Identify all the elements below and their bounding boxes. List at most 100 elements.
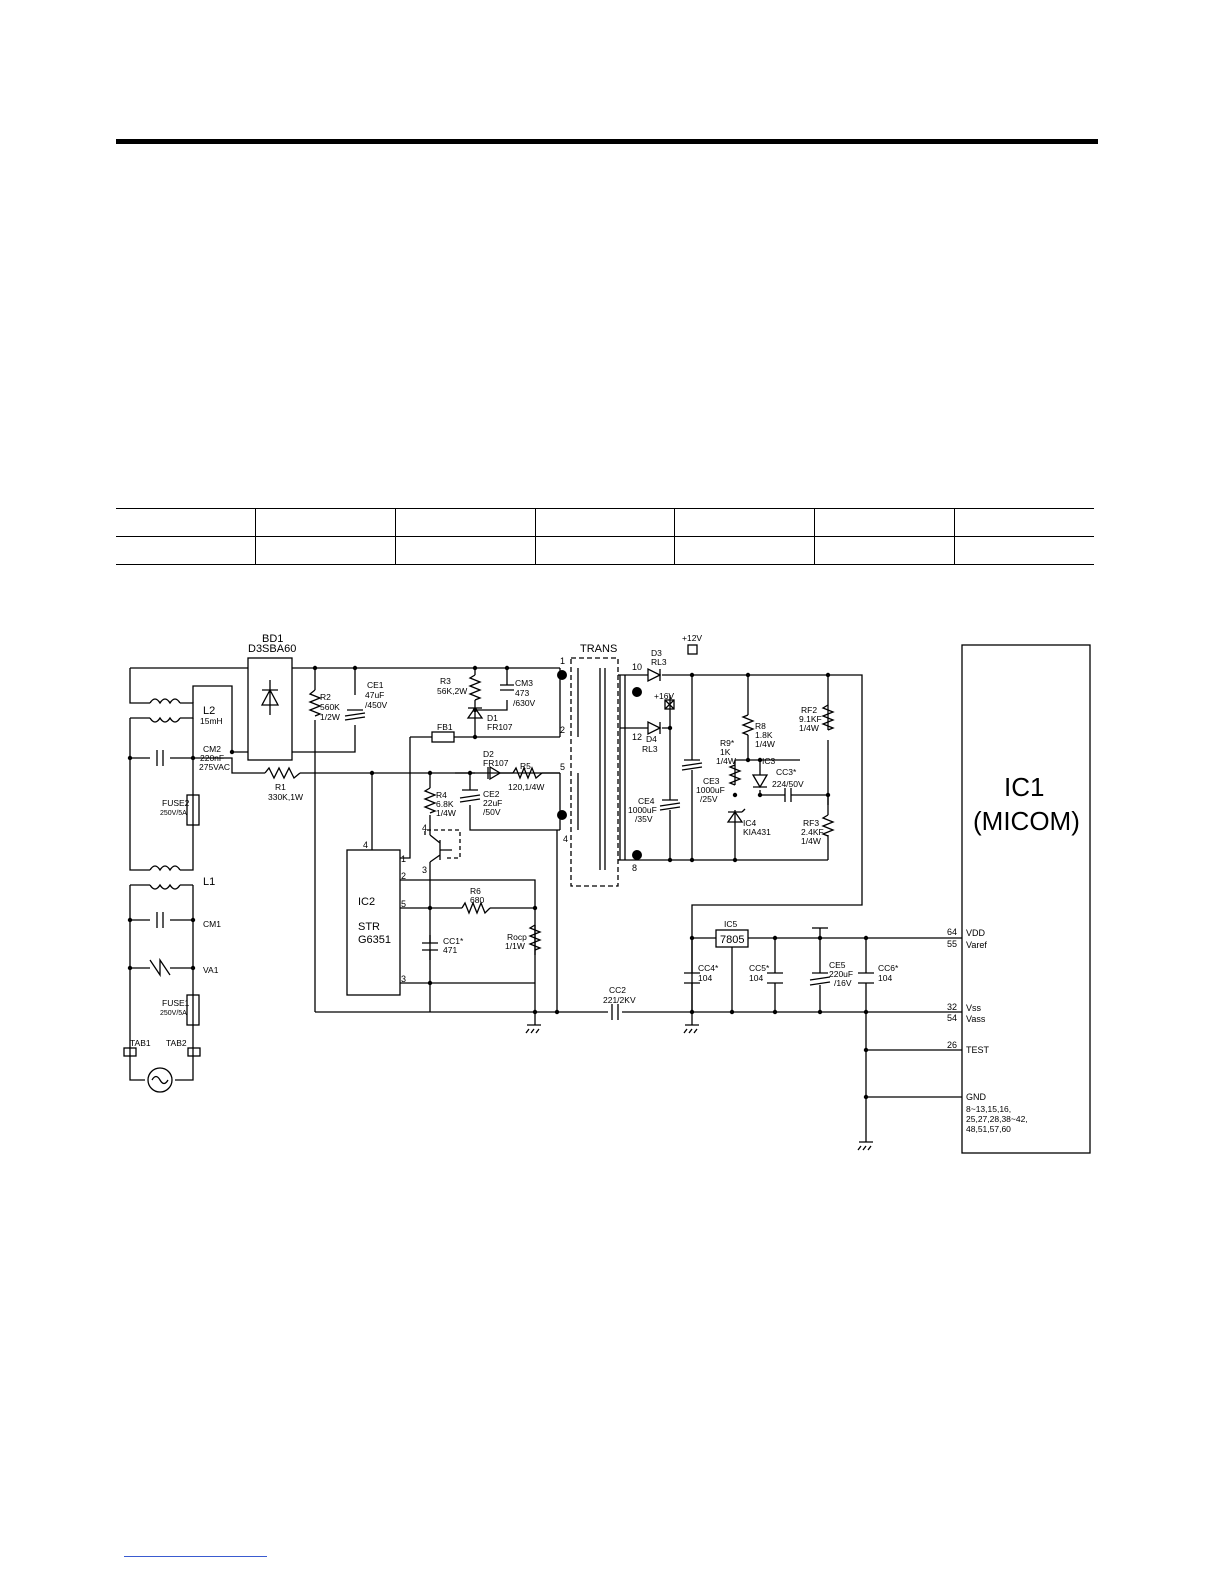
r8-value: 1.8K (755, 730, 773, 740)
cm3-value: 473 (515, 688, 529, 698)
ce2-rating: /50V (483, 807, 501, 817)
ce1-value: 47uF (365, 690, 384, 700)
cc3-value: 224/50V (772, 779, 804, 789)
ce5-ref: CE5 (829, 960, 846, 970)
ce3-value: 1000uF (696, 785, 725, 795)
ic1-pin-name: VDD (966, 928, 986, 938)
ic1-ref: IC1 (1004, 772, 1044, 802)
cc4-value: 104 (698, 973, 712, 983)
fuse2-value: 250V/5A (160, 810, 187, 817)
q-pin-3: 3 (422, 865, 427, 875)
r3-value: 56K,2W (437, 686, 467, 696)
cc5-ref: CC5* (749, 963, 770, 973)
d2-part: FR107 (483, 758, 509, 768)
l2-value: 15mH (200, 716, 223, 726)
ic1-pin-num: 26 (947, 1040, 957, 1050)
cm2-rating: 275VAC (199, 762, 230, 772)
r9-value: 1K (720, 747, 731, 757)
cc2-value: 221/2KV (603, 995, 636, 1005)
r4-ref: R4 (436, 790, 447, 800)
fuse1-value: 250V/5A (160, 1010, 187, 1017)
table-row (116, 536, 1094, 565)
ic1-pin-name: Varef (966, 940, 987, 950)
ic2-pin-5: 5 (401, 899, 406, 909)
cc5-value: 104 (749, 973, 763, 983)
rf3-rating: 1/4W (801, 836, 821, 846)
d1-ref: D1 (487, 713, 498, 723)
table-cell (255, 508, 396, 537)
r1-value: 330K,1W (268, 792, 303, 802)
ce1-ref: CE1 (367, 680, 384, 690)
trans-pin-8: 8 (632, 863, 637, 873)
trans-pin-12: 12 (632, 732, 642, 742)
ic2-line2: G6351 (358, 934, 391, 946)
r2-ref: R2 (320, 692, 331, 702)
table-cell (255, 536, 396, 565)
rf2-rating: 1/4W (799, 723, 819, 733)
footer-link-underline[interactable] (124, 1556, 267, 1557)
cc6-value: 104 (878, 973, 892, 983)
ic1-gnd-pins: 48,51,57,60 (966, 1124, 1011, 1134)
ic2-pin-1: 1 (401, 854, 406, 864)
fb1-ref: FB1 (437, 722, 453, 732)
cc2-ref: CC2 (609, 985, 626, 995)
ic1-pin-name: Vss (966, 1003, 982, 1013)
cc6-ref: CC6* (878, 963, 899, 973)
r5-ref: R5 (520, 761, 531, 771)
rf2-ref: RF2 (801, 705, 817, 715)
r6-ref: R6 (470, 886, 481, 896)
ic1-name: (MICOM) (973, 806, 1080, 836)
ic2-pin-4: 4 (363, 840, 368, 850)
ic3-ref: IC3 (762, 756, 776, 766)
fuse1-ref: FUSE1 (162, 998, 190, 1008)
cc1-ref: CC1* (443, 936, 464, 946)
cm2-ref: CM2 (203, 744, 221, 754)
table-cell (395, 508, 536, 537)
cm3-rating: /630V (513, 698, 536, 708)
d3-part: RL3 (651, 657, 667, 667)
d1-part: FR107 (487, 722, 513, 732)
top-rule (116, 139, 1098, 144)
power-supply-schematic: TRANS 1 2 5 4 10 12 8 BD1 D3SBA60 L2 15m… (123, 633, 1091, 1154)
table-cell (954, 508, 1094, 537)
trans-pin-2: 2 (560, 725, 565, 735)
trans-pin-5: 5 (560, 762, 565, 772)
ic2-pin-3: 3 (401, 974, 406, 984)
r9-rating: 1/4W (716, 756, 736, 766)
bd1-ref: BD1 (262, 633, 283, 645)
r2-value: 560K (320, 702, 340, 712)
ic2-pin-2: 2 (401, 871, 406, 881)
spec-table (116, 508, 1094, 565)
ce1-rating: /450V (365, 700, 388, 710)
va1-ref: VA1 (203, 965, 219, 975)
ce3-rating: /25V (700, 794, 718, 804)
ic1-gnd-pins: 8~13,15,16, (966, 1104, 1011, 1114)
tab2-label: TAB2 (166, 1038, 187, 1048)
ce5-value: 220uF (829, 969, 853, 979)
ic1-pin-num: 32 (947, 1002, 957, 1012)
ic1-pin-name: Vass (966, 1014, 986, 1024)
r3-ref: R3 (440, 676, 451, 686)
l1-ref: L1 (203, 876, 215, 888)
r8-rating: 1/4W (755, 739, 775, 749)
plus12v-label: +12V (682, 633, 702, 643)
plus16v-label: +16V (654, 691, 674, 701)
table-cell (814, 536, 955, 565)
ic2-ref: IC2 (358, 896, 375, 908)
d3-ref: D3 (651, 648, 662, 658)
r4-rating: 1/4W (436, 808, 456, 818)
ic1-pin-num: 55 (947, 939, 957, 949)
trans-pin-1: 1 (560, 656, 565, 666)
ic4-ref: IC4 (743, 818, 757, 828)
rf3-value: 2.4KF (801, 827, 824, 837)
ic1-pin-num: 64 (947, 927, 957, 937)
ce2-value: 22uF (483, 798, 502, 808)
cc4-ref: CC4* (698, 963, 719, 973)
ic5-ref: IC5 (724, 919, 738, 929)
r8-ref: R8 (755, 721, 766, 731)
l2-ref: L2 (203, 705, 215, 717)
r6-value: 680 (470, 895, 484, 905)
cm3-ref: CM3 (515, 678, 533, 688)
ce4-value: 1000uF (628, 805, 657, 815)
ic1-pin-name: GND (966, 1092, 987, 1102)
